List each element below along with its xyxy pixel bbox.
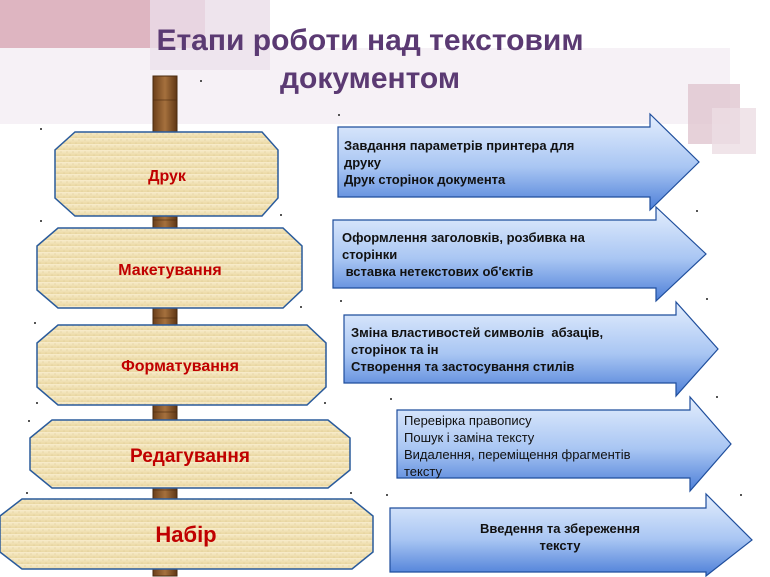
decor-dot	[36, 402, 38, 404]
decor-dot	[28, 420, 30, 422]
druk-line-1: Завдання параметрів принтера для	[344, 138, 575, 153]
arrow-text-nabir: Введення та збереження тексту	[430, 520, 690, 554]
decor-square-right-small	[712, 108, 756, 154]
decor-dot	[40, 128, 42, 130]
arrow-text-formatuvannia: Зміна властивостей символів абзаців, сто…	[351, 324, 603, 375]
decor-dot	[200, 80, 202, 82]
title-line-1: Етапи роботи над текстовим	[156, 24, 584, 57]
decor-dot	[280, 214, 282, 216]
nabir-line-2: тексту	[539, 538, 581, 553]
decor-dot	[740, 494, 742, 496]
decor-dot	[716, 396, 718, 398]
stage-sign-formatuvannia: Форматування	[36, 324, 327, 406]
arrow-maketuvannia-icon	[332, 205, 707, 303]
arrow-redahuvannia-icon	[396, 395, 732, 493]
stage-label-nabir: Набір	[155, 522, 216, 547]
decor-dot	[300, 306, 302, 308]
arrow-text-redahuvannia: Перевірка правопису Пошук і заміна текст…	[404, 412, 631, 480]
stage-label-maketuvannia: Макетування	[118, 262, 221, 279]
decor-dot	[34, 322, 36, 324]
maketuvannia-line-3: вставка нетекстових об'єктів	[342, 264, 534, 279]
nabir-line-1: Введення та збереження	[480, 521, 640, 536]
stage-label-druk: Друк	[148, 168, 187, 185]
stage-sign-maketuvannia: Макетування	[36, 227, 303, 309]
formatuvannia-line-2: сторінок та ін	[351, 342, 439, 357]
arrow-text-druk: Завдання параметрів принтера для друку Д…	[344, 137, 574, 188]
decor-band	[0, 48, 730, 124]
redahuvannia-line-1: Перевірка правопису	[404, 413, 532, 428]
redahuvannia-line-4: тексту	[404, 464, 442, 479]
redahuvannia-line-2: Пошук і заміна тексту	[404, 430, 535, 445]
stage-label-formatuvannia: Форматування	[121, 358, 239, 375]
decor-dot	[386, 494, 388, 496]
decor-dot	[40, 220, 42, 222]
decor-dot	[26, 492, 28, 494]
stage-sign-druk: Друк	[54, 131, 279, 217]
druk-line-3: Друк сторінок документа	[344, 172, 506, 187]
maketuvannia-line-2: сторінки	[342, 247, 398, 262]
page-title: Етапи роботи над текстовим документом	[60, 22, 680, 98]
decor-dot	[338, 114, 340, 116]
arrow-druk-icon	[337, 112, 700, 212]
decor-dot	[324, 402, 326, 404]
stage-sign-redahuvannia: Редагування	[29, 419, 351, 489]
decor-dot	[340, 300, 342, 302]
stage-label-redahuvannia: Редагування	[130, 446, 250, 467]
decor-dot	[706, 298, 708, 300]
arrow-nabir-icon	[389, 492, 753, 577]
decor-dot	[350, 492, 352, 494]
redahuvannia-line-3: Видалення, переміщення фрагментів	[404, 447, 631, 462]
decor-dot	[390, 398, 392, 400]
title-line-2: документом	[279, 62, 461, 95]
formatuvannia-line-3: Створення та застосування стилів	[351, 359, 575, 374]
druk-line-2: друку	[344, 155, 381, 170]
arrow-text-maketuvannia: Оформлення заголовків, розбивка на сторі…	[342, 229, 585, 280]
formatuvannia-line-1: Зміна властивостей символів абзаців,	[351, 325, 604, 340]
arrow-formatuvannia-icon	[343, 300, 719, 398]
maketuvannia-line-1: Оформлення заголовків, розбивка на	[342, 230, 585, 245]
decor-dot	[696, 210, 698, 212]
stage-sign-nabir: Набір	[0, 498, 374, 570]
